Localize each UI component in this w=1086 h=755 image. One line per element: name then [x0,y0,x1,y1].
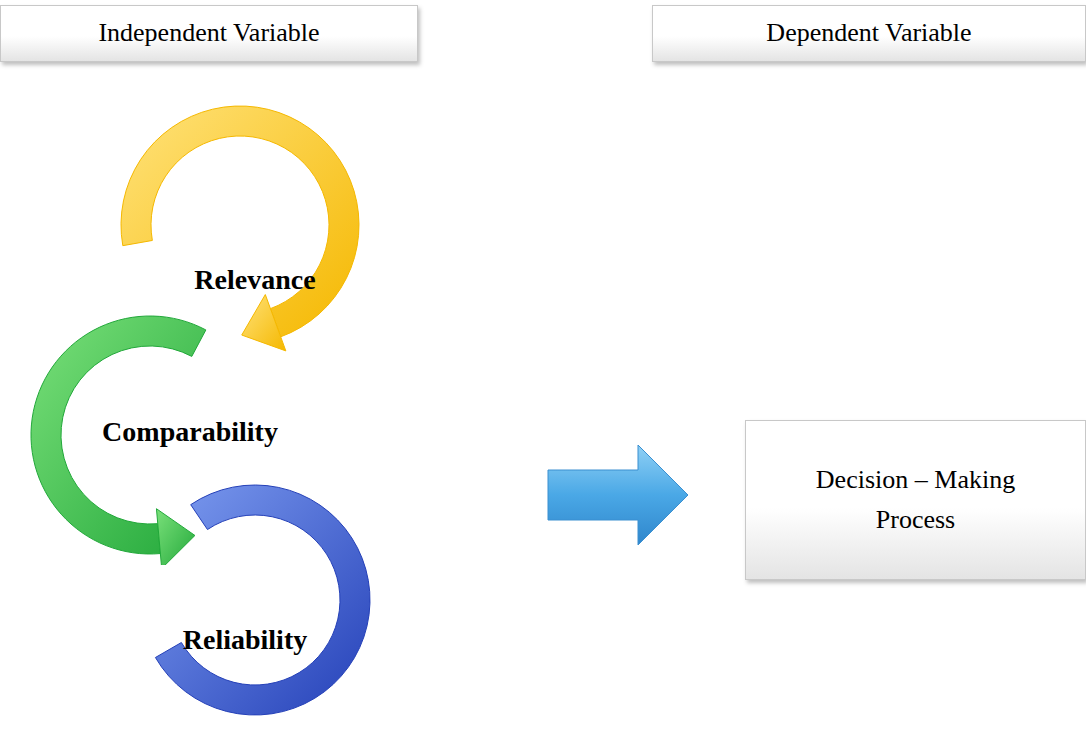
box-label: Decision – Making Process [775,460,1056,541]
ring-label: Relevance [194,264,315,296]
cycle-arrow: Relevance [110,95,370,355]
arrow-head [156,509,194,565]
cycle-arrow: Comparability [20,305,280,565]
box-label: Independent Variable [98,13,319,53]
ring-shape [110,95,370,355]
block-arrow [548,445,688,545]
label-box: Decision – Making Process [745,420,1086,580]
arrow-head [242,295,286,351]
label-wrap: Reliability [183,624,307,656]
ring-band [155,485,370,715]
label-wrap: Comparability [102,416,278,448]
label-wrap: Relevance [194,264,315,296]
ring-label: Comparability [102,416,278,448]
box-label: Dependent Variable [766,13,971,53]
ring-shape [125,470,385,730]
label-box: Independent Variable [0,5,418,62]
cycle-arrow: Reliability [125,470,385,730]
ring-band [121,106,359,337]
ring-label: Reliability [183,624,307,656]
label-box: Dependent Variable [652,5,1086,62]
